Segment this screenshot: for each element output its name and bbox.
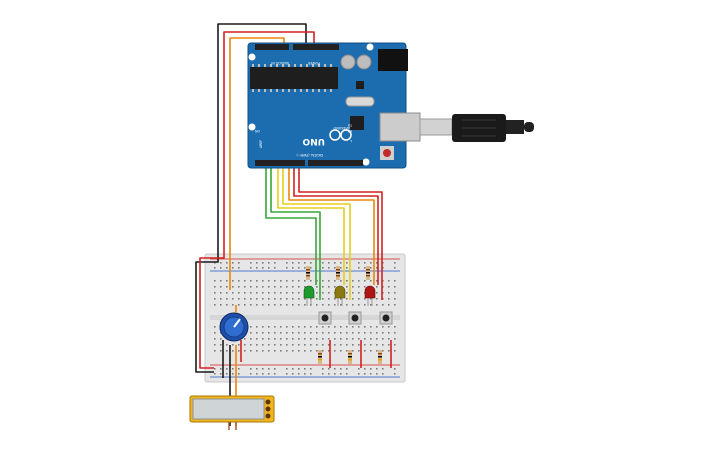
resistors-top bbox=[306, 266, 370, 280]
lcd-pin bbox=[265, 413, 271, 419]
mount-hole bbox=[248, 123, 256, 131]
power-header-label: POWER bbox=[307, 61, 320, 65]
atmega-chip bbox=[250, 67, 338, 89]
arduino-logo bbox=[329, 129, 352, 141]
wire-green-1 bbox=[265, 165, 317, 285]
wire-gnd bbox=[195, 23, 307, 373]
usb-cable bbox=[419, 114, 534, 142]
lcd-screen bbox=[192, 398, 265, 420]
breadboard bbox=[204, 253, 406, 383]
tx-label: TX bbox=[347, 123, 353, 127]
push-button bbox=[348, 311, 362, 325]
digital-header-b bbox=[308, 160, 363, 166]
digital-header-a bbox=[255, 160, 305, 166]
aref-label: AREF bbox=[259, 140, 263, 148]
led-green bbox=[303, 285, 315, 306]
push-button bbox=[318, 311, 332, 325]
analog-header bbox=[255, 44, 289, 50]
model-label: UNO bbox=[302, 136, 325, 146]
resistor bbox=[318, 350, 322, 364]
resistor bbox=[336, 266, 340, 280]
wire-a0 bbox=[229, 37, 285, 290]
mount-hole bbox=[362, 158, 370, 166]
rx-label: RX bbox=[347, 129, 352, 133]
lcd-display bbox=[189, 395, 275, 430]
mount-hole bbox=[366, 43, 374, 51]
push-button bbox=[379, 311, 393, 325]
lcd-pin bbox=[265, 399, 271, 405]
resistor bbox=[378, 350, 382, 364]
wire-yellow-1 bbox=[277, 165, 345, 285]
potentiometer-knob-indicator bbox=[233, 318, 241, 328]
push-buttons bbox=[318, 311, 393, 325]
resistor bbox=[366, 266, 370, 280]
resistor bbox=[348, 350, 352, 364]
leds bbox=[303, 285, 376, 306]
wire-green-2 bbox=[270, 165, 321, 300]
wire-orange-2 bbox=[288, 165, 375, 285]
led-yellow bbox=[334, 285, 346, 306]
wire-red-1 bbox=[293, 165, 379, 285]
power-header bbox=[293, 44, 339, 50]
breadboard-holes bbox=[214, 262, 396, 375]
usb-port bbox=[379, 112, 421, 142]
wire-yellow-2 bbox=[282, 165, 351, 300]
digital-header-label: DIGITAL (PWM~) bbox=[297, 153, 323, 157]
mount-hole bbox=[248, 53, 256, 61]
reset-button-cap bbox=[383, 149, 391, 157]
regulator bbox=[356, 81, 364, 89]
wire-5v bbox=[199, 31, 315, 369]
wire-red-2 bbox=[298, 165, 383, 300]
led-red bbox=[364, 285, 376, 306]
analog-header-label: ANALOG IN bbox=[271, 61, 289, 65]
lcd-pin bbox=[265, 406, 271, 412]
resistors-bottom bbox=[318, 350, 382, 364]
capacitor bbox=[340, 54, 356, 70]
usb-chip bbox=[350, 116, 364, 130]
dc-power-jack bbox=[378, 49, 408, 71]
brand-label: ARDUINO bbox=[333, 126, 350, 130]
potentiometer bbox=[219, 305, 249, 342]
l-label: L bbox=[350, 139, 352, 143]
arduino-uno-board: UNO ARDUINO POWER ANALOG IN DIGITAL (PWM… bbox=[247, 42, 421, 169]
crystal bbox=[345, 96, 375, 107]
capacitor bbox=[356, 54, 372, 70]
on-label: ON bbox=[254, 129, 260, 133]
wires bbox=[195, 23, 392, 426]
resistor bbox=[306, 266, 310, 280]
